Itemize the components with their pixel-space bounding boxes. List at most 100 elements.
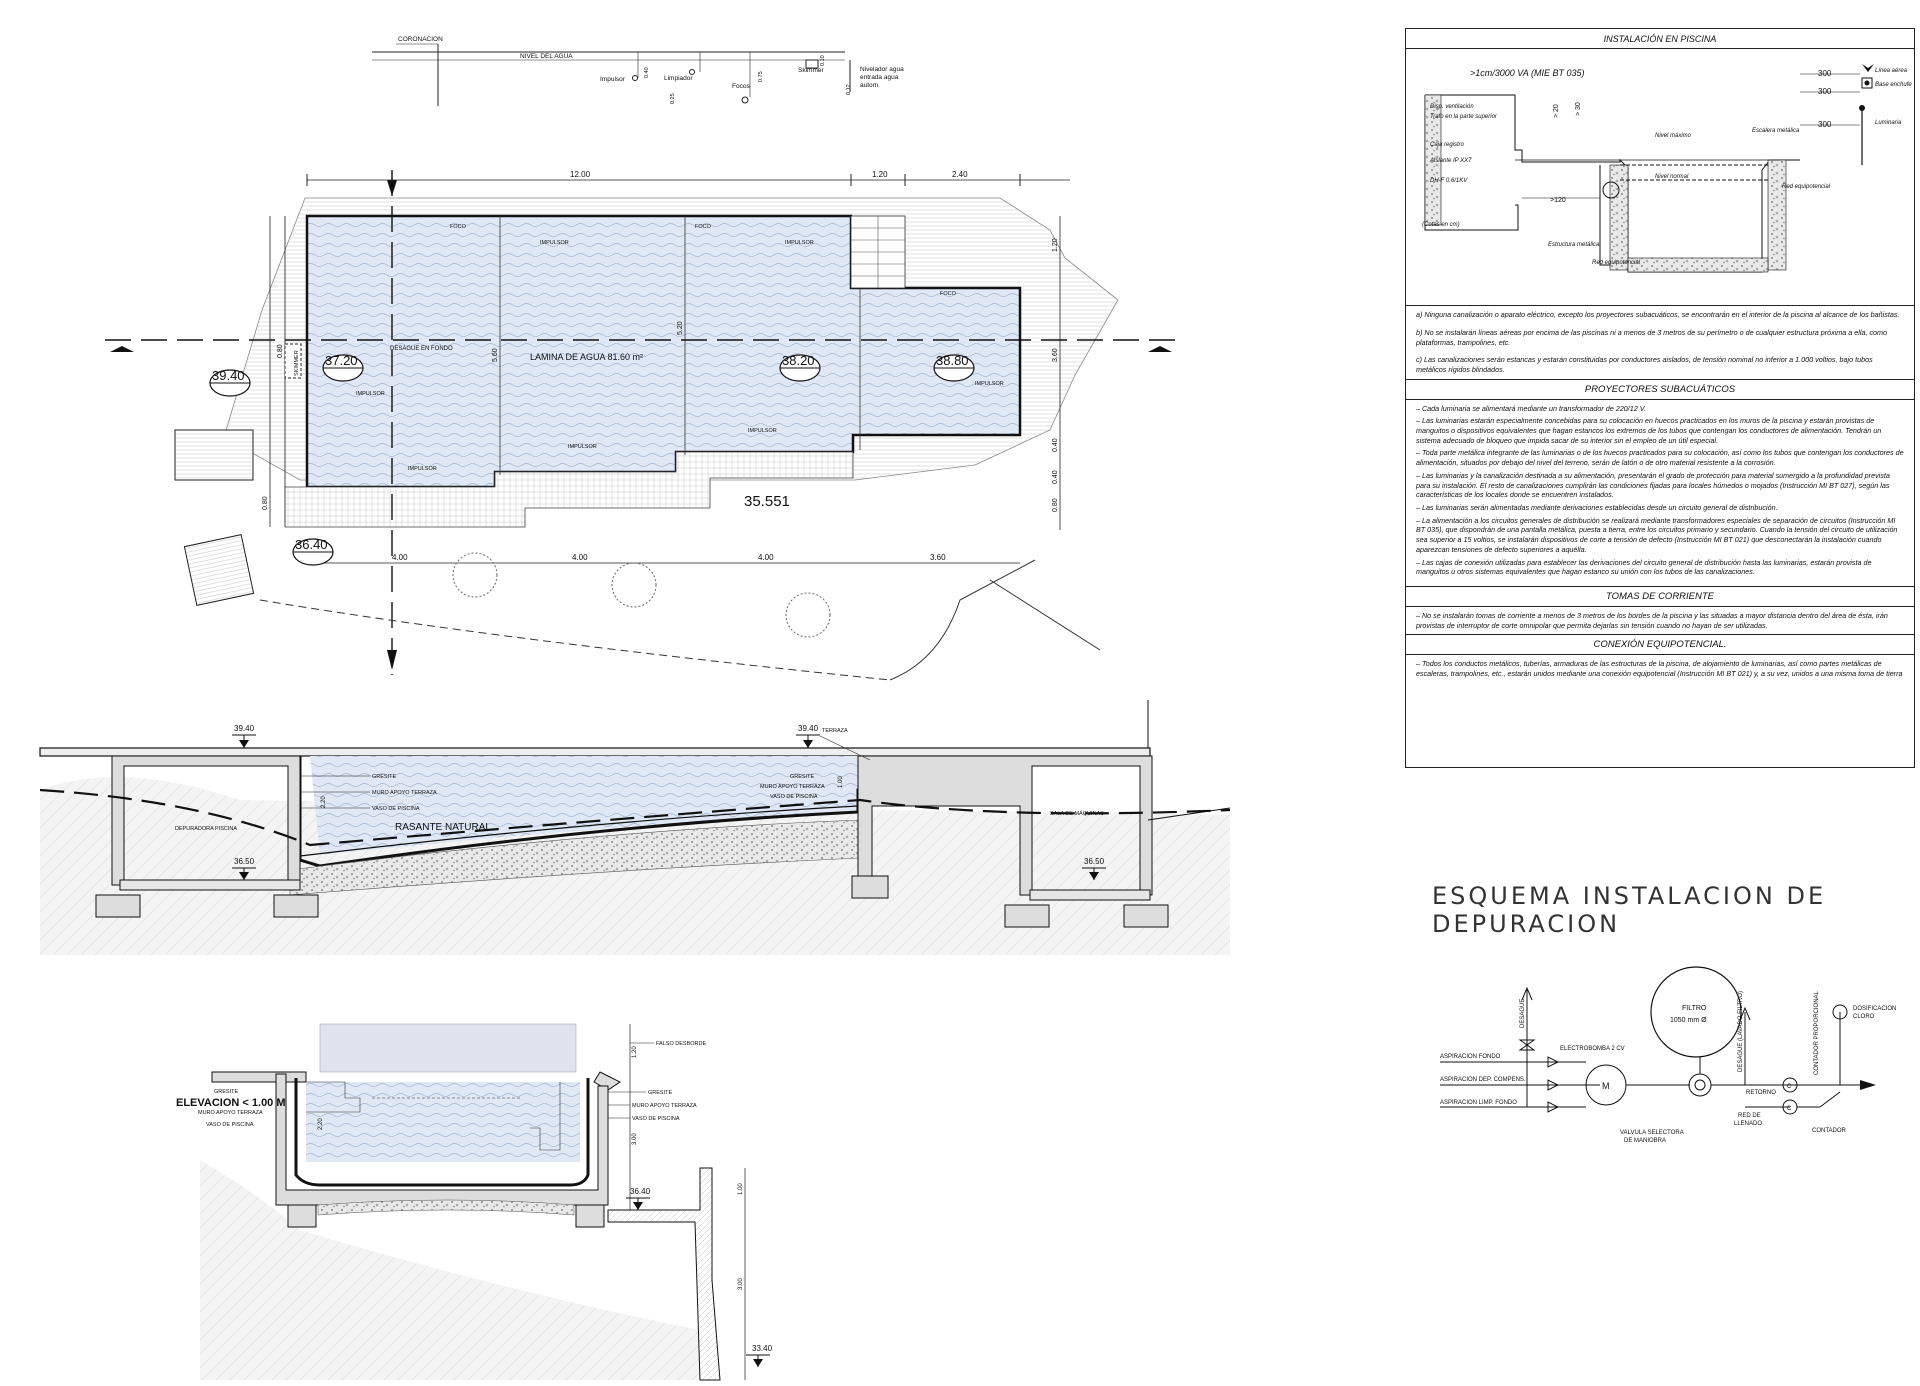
plan-dim-right-4: 0.40 (1052, 470, 1059, 484)
focos-strip-label: Focos (732, 83, 750, 90)
plan-impulsor-7: IMPULSOR (975, 381, 1004, 387)
section-dim-left: 2.20 (321, 796, 327, 808)
plan-area-value: 35.551 (744, 493, 790, 510)
sala-label: SALA DE MÁQUINAS (1050, 810, 1104, 817)
plan-view: 12.00 1.20 2.40 4.00 4.00 4.00 3.60 1.20… (105, 170, 1185, 681)
spec-luminaria: Luminaria (1875, 120, 1902, 126)
spec-linea-aerea: Línea aérea (1875, 68, 1908, 74)
schema-electrobomba: ELECTROBOMBA 2 CV (1560, 1046, 1625, 1052)
plan-impulsor-4: IMPULSOR (748, 428, 777, 434)
spec-d300-3: 300 (1818, 120, 1832, 129)
spec-base-enchufe: Base enchufe (1875, 82, 1912, 88)
nivelador-line-3: autom. (860, 82, 880, 89)
rasante-label: RASANTE NATURAL (395, 822, 491, 833)
top-strip: CORONACION NIVEL DEL AGUA Impulsor Limpi… (372, 36, 904, 106)
section-muro-label: MURO APOYO TERRAZA (372, 790, 437, 796)
plan-dim-bottom-3: 4.00 (758, 553, 774, 562)
spec-d20: > 20 (1553, 104, 1560, 118)
spec-nivel-normal: Nivel normal (1655, 174, 1689, 180)
plan-level-1: 39.40 (212, 368, 245, 383)
schema-contador-prop: CONTADOR PROPORCIONAL (1814, 990, 1820, 1075)
conexion-text: – Todos los conductos metálicos, tubería… (1416, 659, 1903, 678)
spec-d300-2: 300 (1818, 87, 1832, 96)
plan-dim-right-3: 0.40 (1052, 438, 1059, 452)
elevation-section: ELEVACION < 1.00 M GRESITE MURO APOYO TE… (176, 1023, 773, 1381)
elevation-vaso-right: VASO DE PISCINA (632, 1116, 680, 1122)
plan-dim-inner-a: 5.60 (492, 348, 499, 362)
spec-intro-c: c) Las canalizaciones serán estancas y e… (1416, 355, 1873, 375)
elevation-gresite: GRESITE (214, 1089, 238, 1095)
falso-desborde-label: FALSO DESBORDE (656, 1041, 706, 1047)
section-level-top-right: 39.40 (798, 724, 819, 733)
plan-impulsor-2: IMPULSOR (785, 240, 814, 246)
plan-level-bubbles: 39.40 37.20 38.20 38.80 36.40 (209, 353, 975, 566)
proyectores-item-6: – La alimentación a los circuitos genera… (1416, 515, 1898, 554)
plan-impulsor-5: IMPULSOR (408, 466, 437, 472)
schema-contador: CONTADOR (1812, 1128, 1847, 1134)
spec-lbl-vent: Disp. ventilación (1430, 104, 1474, 110)
spec-diagram: >1cm/3000 VA (MIE BT 035) Disp. ventilac… (1422, 64, 1912, 273)
section-dim-right: 1.00 (838, 776, 844, 788)
spec-lbl-caja: Caja registro (1430, 142, 1465, 148)
schema-c-2: C (1787, 1106, 1792, 1112)
nivelador-line-2: entrada agua (860, 74, 899, 81)
spec-nivel-max: Nivel máximo (1655, 133, 1692, 139)
proyectores-title: PROYECTORES SUBACUÁTICOS (1406, 380, 1914, 400)
impulsor-strip-label: Impulsor (600, 76, 626, 83)
plan-dim-inner-b: 5.20 (677, 321, 684, 335)
elevation-vaso: VASO DE PISCINA (206, 1122, 254, 1128)
strip-dim-2: 0.25 (670, 93, 676, 104)
section-gresite-label: GRESITE (372, 774, 396, 780)
spec-escalera: Escalera metálica (1752, 128, 1800, 134)
installation-spec-panel: INSTALACIÓN EN PISCINA a) Ninguna canali… (1405, 28, 1915, 768)
spec-intro: a) Ninguna canalización o aparato eléctr… (1406, 305, 1914, 379)
plan-foco-2: FOCO (695, 224, 712, 230)
spec-lbl-dhf: DH-F 0,6/1KV (1430, 178, 1468, 184)
plan-dim-left-1: 0.80 (262, 496, 269, 510)
strip-dim-1: 0.40 (644, 67, 650, 78)
schema-valvula-1: VALVULA SELECTORA (1620, 1130, 1684, 1136)
strip-dim-3: 0.75 (758, 71, 764, 82)
spec-lbl-cotas: (Cotas en cm) (1422, 222, 1460, 228)
proyectores-item-3: – Toda parte metálica integrante de las … (1416, 448, 1904, 468)
spec-proyectores: PROYECTORES SUBACUÁTICOS – Cada luminari… (1406, 378, 1914, 586)
tomas-title: TOMAS DE CORRIENTE (1406, 587, 1914, 607)
proyectores-item-2: – Las luminarias estarán especialmente c… (1416, 416, 1882, 445)
depuration-schema: FILTRO 1050 mm Ø ASPIRACION FONDO ASPIRA… (1440, 966, 1896, 1144)
limpiador-strip-label: Limpiador (664, 75, 693, 82)
nivelador-line-1: Nivelador agua (860, 66, 904, 73)
spec-power: >1cm/3000 VA (MIE BT 035) (1470, 68, 1584, 78)
section-level-low-left: 36.50 (234, 857, 255, 866)
spec-conexion: CONEXIÓN EQUIPOTENCIAL. – Todos los cond… (1406, 634, 1914, 682)
spec-d120: >120 (1550, 197, 1566, 204)
spec-red-equip-bottom: Red equipotencial (1592, 260, 1641, 266)
plan-foco-1: FOCO (450, 224, 467, 230)
plan-dim-bottom-2: 4.00 (572, 553, 588, 562)
section-level-low-right: 36.50 (1084, 857, 1105, 866)
plan-impulsor-3: IMPULSOR (568, 444, 597, 450)
plan-level-3: 38.20 (782, 353, 815, 368)
spec-diagram-area (1406, 49, 1914, 305)
spec-intro-b: b) No se instalarán líneas aéreas por en… (1416, 327, 1888, 347)
elevation-dim-3: 3.00 (632, 1133, 638, 1145)
strip-dim-5: 0.12 (846, 84, 852, 95)
spec-estructura: Estructura metálica (1548, 242, 1600, 248)
plan-level-4: 38.80 (936, 353, 969, 368)
schema-desague-lavado: DESAGUE (LAVADO FILTRO) (1738, 991, 1744, 1072)
plan-lamina-label: LAMINA DE AGUA 81.60 m² (530, 352, 643, 362)
schema-c-1: C (1787, 1084, 1792, 1090)
plan-level-5: 36.40 (295, 537, 328, 552)
elevation-dim-5: 3.00 (738, 1278, 744, 1290)
plan-dim-right-1: 1.20 (1052, 238, 1059, 252)
schema-valvula-2: DE MANIOBRA (1624, 1138, 1666, 1144)
section-gresite-label-right: GRESITE (790, 774, 814, 780)
schema-desague: DESAGUE (1520, 999, 1526, 1028)
elevation-dim-4: 1.00 (738, 1183, 744, 1195)
schema-red-llenado-1: RED DE (1738, 1113, 1761, 1119)
schema-red-llenado-2: LLENADO (1734, 1121, 1762, 1127)
plan-dim-right-2: 3.60 (1052, 348, 1059, 362)
plan-level-2: 37.20 (325, 353, 358, 368)
elevation-muro: MURO APOYO TERRAZA (198, 1110, 263, 1116)
depuradora-label: DEPURADORA PISCINA (175, 826, 237, 832)
plan-dim-top-2: 1.20 (872, 170, 888, 179)
